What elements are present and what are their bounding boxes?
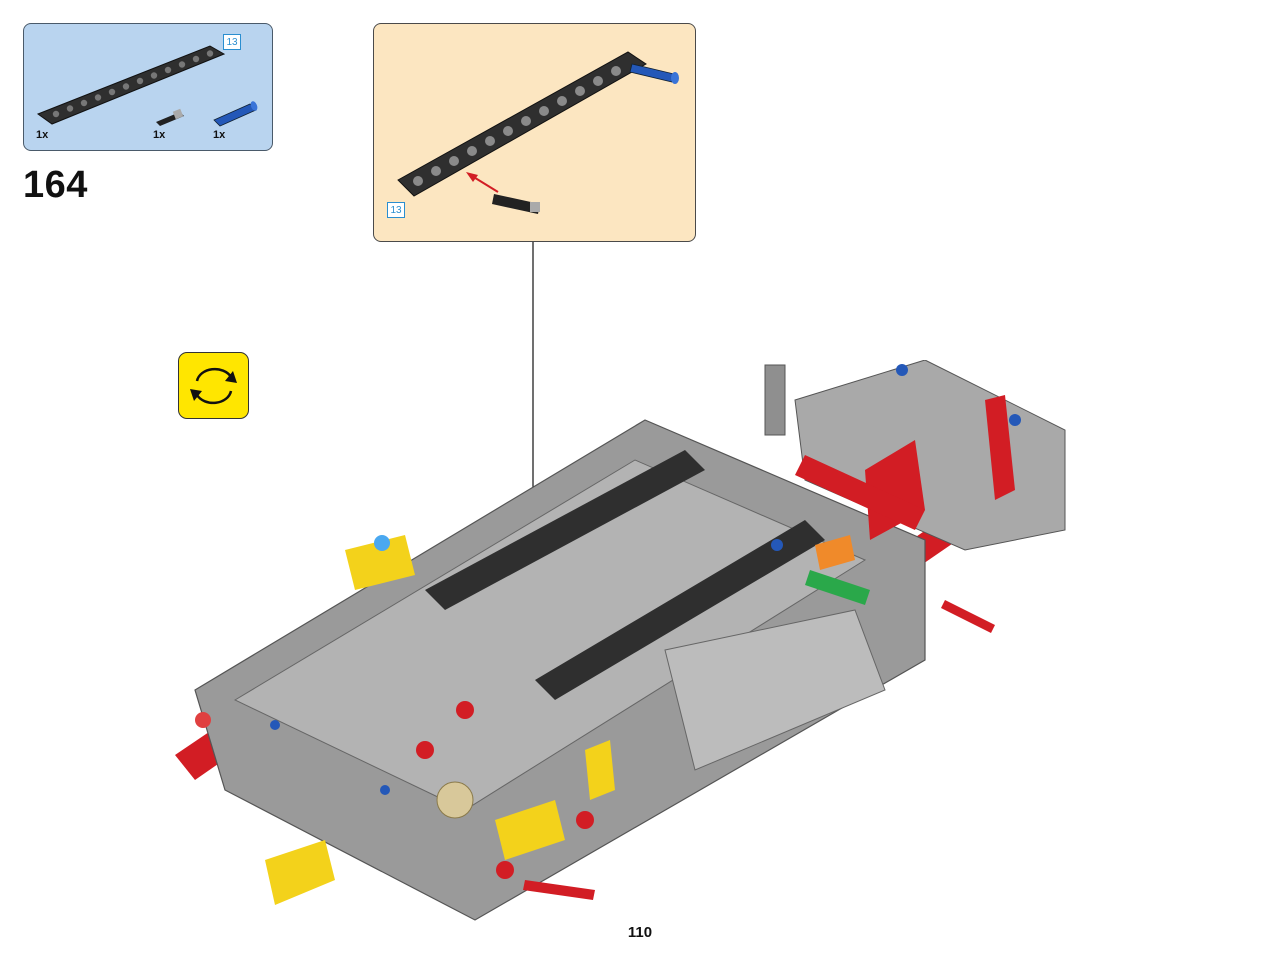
blue-pin-icon bbox=[213, 101, 258, 127]
axle-pin-icon bbox=[492, 194, 540, 214]
beam-icon bbox=[36, 45, 226, 125]
length-badge: 13 bbox=[387, 202, 405, 218]
rotate-icon bbox=[178, 352, 249, 419]
step-number: 164 bbox=[23, 164, 88, 206]
main-model bbox=[175, 360, 1066, 921]
qty-label: 1x bbox=[153, 129, 166, 141]
rotate-arrows bbox=[190, 367, 237, 405]
axle-pin-icon bbox=[156, 108, 184, 126]
qty-label: 1x bbox=[213, 129, 226, 141]
red-arrow-icon bbox=[466, 172, 499, 193]
parts-graphics bbox=[36, 45, 258, 127]
qty-label: 1x bbox=[36, 129, 49, 141]
parts-list-callout: 13 1x 1x 1x bbox=[23, 23, 273, 151]
subassembly-graphics bbox=[397, 51, 679, 214]
page-number: 110 bbox=[627, 924, 653, 941]
length-badge: 13 bbox=[223, 34, 241, 50]
blue-pin-icon bbox=[629, 63, 679, 84]
beam-icon bbox=[397, 51, 647, 197]
subassembly-callout: 13 bbox=[373, 23, 696, 242]
